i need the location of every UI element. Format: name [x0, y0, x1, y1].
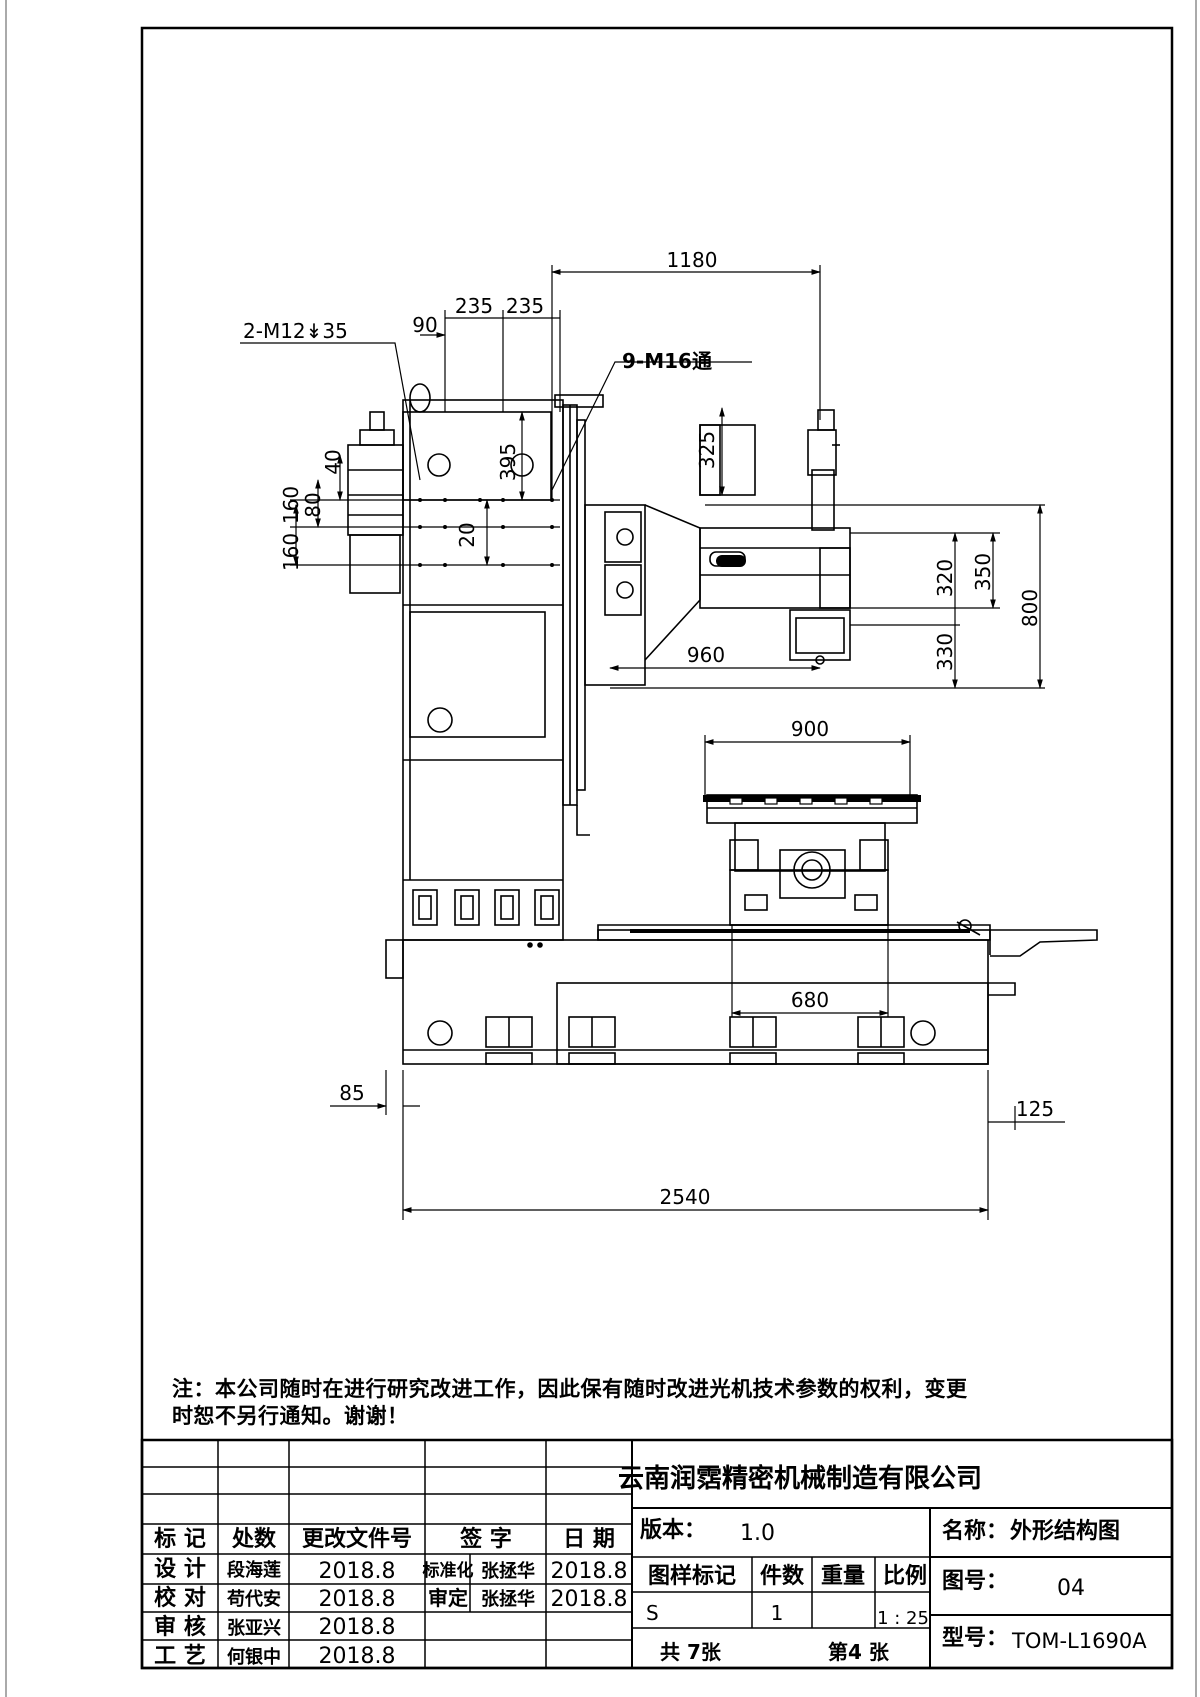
thread-spec-m16: 9-M16通 [622, 349, 712, 373]
dim-330: 330 [933, 633, 957, 671]
dim-900: 900 [791, 717, 829, 741]
row-name-design: 段海莲 [227, 1559, 281, 1581]
dim-395: 395 [496, 443, 520, 481]
dim-350: 350 [971, 553, 995, 591]
dim-320: 320 [933, 559, 957, 597]
scale-label: 比例 [883, 1564, 927, 1589]
quantity-label: 件数 [760, 1563, 805, 1589]
row-date-process: 2018.8 [319, 1644, 396, 1669]
dim-960: 960 [687, 643, 725, 667]
dimension-lines [240, 265, 1065, 1220]
sheet-number: 第4 张 [828, 1640, 890, 1664]
dim-160-a: 160 [279, 486, 303, 524]
scale-value: 1 : 25 [877, 1608, 929, 1629]
approve-label: 审定 [428, 1586, 468, 1610]
dim-800: 800 [1018, 589, 1042, 627]
sample-mark-label: 图样标记 [648, 1563, 736, 1589]
row-name-review: 张亚兴 [227, 1618, 281, 1639]
name-label: 名称： [942, 1518, 1008, 1544]
revision-note-line-2: 时恕不另行通知。谢谢！ [172, 1404, 409, 1428]
dim-90: 90 [412, 313, 437, 337]
row-role-design: 设 计 [154, 1557, 206, 1582]
dim-235-right: 235 [506, 294, 544, 318]
machine-outline [347, 383, 1098, 1065]
model-value: TOM-L1690A [1011, 1629, 1147, 1653]
version-label: 版本： [640, 1518, 706, 1543]
row-role-review: 审 核 [154, 1614, 206, 1640]
row-date-review: 2018.8 [319, 1615, 396, 1640]
version-value: 1.0 [740, 1521, 775, 1546]
header-date: 日 期 [563, 1527, 615, 1552]
dim-680: 680 [791, 988, 829, 1012]
dim-125: 125 [1016, 1097, 1054, 1121]
revision-note-line-1: 注：本公司随时在进行研究改进工作，因此保有随时改进光机技术参数的权利，变更 [172, 1377, 968, 1401]
row-role-check: 校 对 [154, 1585, 206, 1611]
dim-235-left: 235 [455, 294, 493, 318]
revision-note: 注：本公司随时在进行研究改进工作，因此保有随时改进光机技术参数的权利，变更 时恕… [172, 1376, 1172, 1430]
table-slots [729, 797, 883, 805]
company-name: 云南润霑精密机械制造有限公司 [618, 1463, 982, 1494]
dim-1180: 1180 [667, 248, 718, 272]
drawing-number-label: 图号： [942, 1569, 1008, 1594]
sample-mark-value: S [646, 1601, 659, 1625]
name-value: 外形结构图 [1010, 1518, 1120, 1544]
dim-325: 325 [695, 431, 719, 469]
dim-160-b: 160 [279, 533, 303, 571]
header-sign: 签 字 [459, 1526, 512, 1552]
dim-2540: 2540 [660, 1185, 711, 1209]
dim-80: 80 [301, 492, 325, 517]
approve-name: 张拯华 [481, 1588, 535, 1610]
title-block-grid [140, 1438, 1174, 1670]
approve-date: 2018.8 [551, 1587, 628, 1612]
header-count: 处数 [231, 1526, 277, 1552]
rail-track [630, 929, 970, 933]
row-name-process: 何银中 [227, 1646, 281, 1668]
standard-date: 2018.8 [551, 1559, 628, 1584]
header-mark: 标 记 [154, 1526, 206, 1552]
drawing-number-value: 04 [1057, 1576, 1085, 1601]
hole-pattern [418, 498, 554, 567]
total-sheets: 共 7张 [660, 1640, 722, 1664]
standard-label: 标准化 [423, 1560, 474, 1581]
dim-20: 20 [455, 522, 479, 547]
model-label: 型号： [942, 1626, 1008, 1651]
row-date-check: 2018.8 [319, 1587, 396, 1612]
row-role-process: 工 艺 [154, 1643, 206, 1669]
thread-spec-m12: 2-M12↡35 [243, 319, 348, 343]
dim-85: 85 [339, 1081, 364, 1105]
standard-name: 张拯华 [481, 1560, 535, 1582]
control-badge [716, 555, 746, 567]
row-date-design: 2018.8 [319, 1559, 396, 1584]
dim-40: 40 [321, 449, 345, 474]
header-doc: 更改文件号 [302, 1526, 412, 1552]
quantity-value: 1 [771, 1601, 784, 1625]
weight-label: 重量 [821, 1564, 865, 1589]
row-name-check: 苟代安 [226, 1588, 281, 1610]
